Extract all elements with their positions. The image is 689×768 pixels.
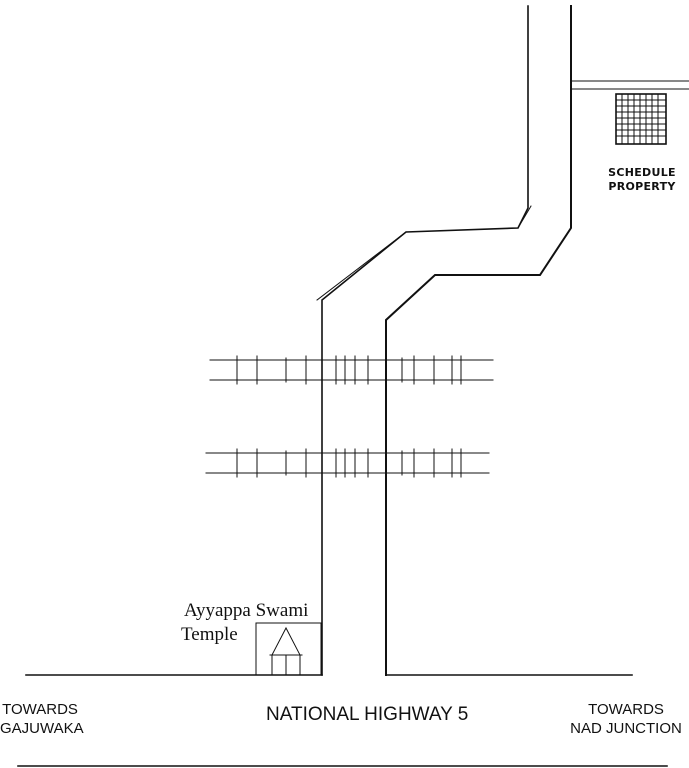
road-left-edge-sketch xyxy=(316,231,407,301)
towards-nad-junction-label: TOWARDS NAD JUNCTION xyxy=(568,700,684,738)
schedule-property-grid-icon xyxy=(615,93,667,145)
towards-gajuwaka-line2: GAJUWAKA xyxy=(0,720,84,737)
towards-nad-junction-line1: TOWARDS xyxy=(588,701,664,718)
railway-track-1 xyxy=(209,355,494,385)
schedule-property-label-line2: PROPERTY xyxy=(608,180,676,193)
towards-nad-junction-line2: NAD JUNCTION xyxy=(570,720,682,737)
schedule-property-label: SCHEDULE PROPERTY xyxy=(598,166,686,194)
temple-label-line1: Ayyappa Swami xyxy=(184,600,309,621)
temple-label-line2: Temple xyxy=(181,624,238,645)
road-left-edge-sketch-2 xyxy=(517,205,532,229)
towards-gajuwaka-label: TOWARDS GAJUWAKA xyxy=(0,700,84,738)
road-right-edge xyxy=(385,5,572,676)
national-highway-label: NATIONAL HIGHWAY 5 xyxy=(266,704,469,725)
road-left-edge xyxy=(321,5,529,676)
temple-icon xyxy=(255,622,322,676)
towards-gajuwaka-line1: TOWARDS xyxy=(2,701,78,718)
schedule-property-label-line1: SCHEDULE xyxy=(608,166,676,179)
railway-track-2 xyxy=(205,448,490,478)
